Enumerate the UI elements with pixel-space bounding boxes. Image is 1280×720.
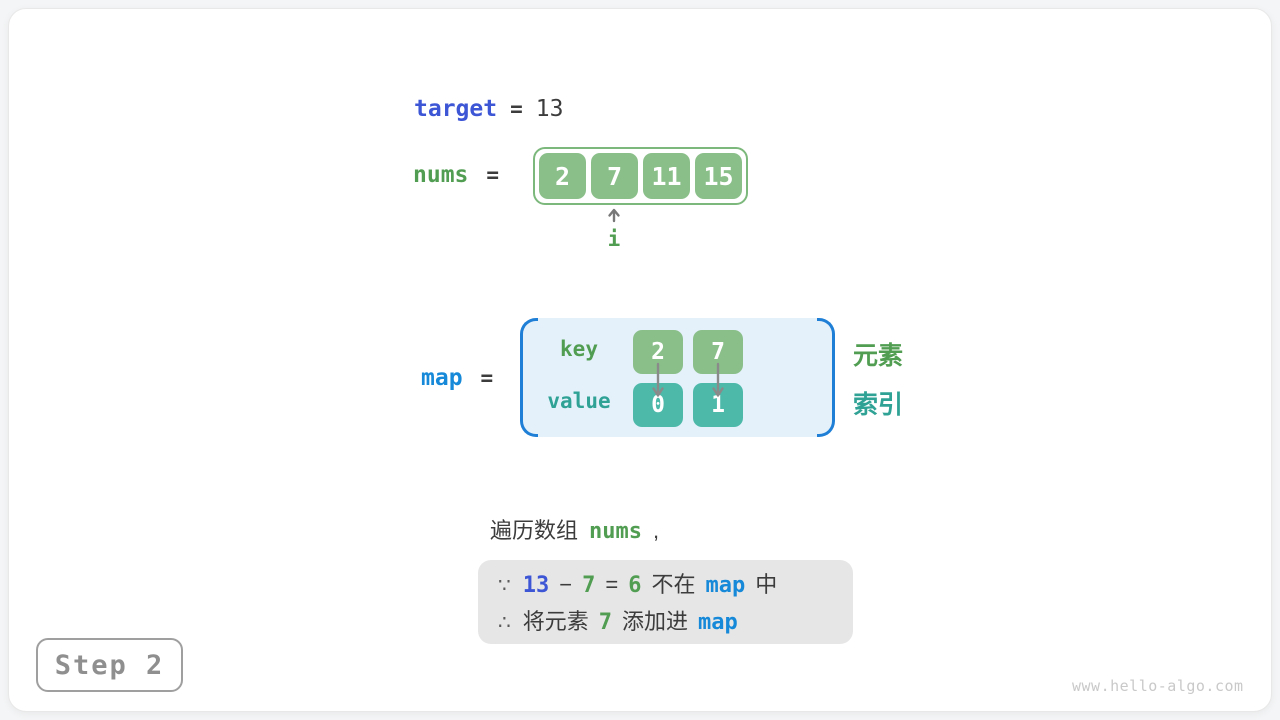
watermark: www.hello-algo.com <box>1072 677 1244 695</box>
index-pointer-label: i <box>607 227 621 251</box>
key-value-arrow-icon <box>652 362 664 397</box>
map-container: key value 2 7 0 1 <box>520 318 835 437</box>
element-label: 元素 <box>853 342 904 370</box>
index-pointer-arrow-icon <box>608 208 620 223</box>
map-value-label: value <box>547 389 611 413</box>
nums-keyword: nums <box>413 162 469 188</box>
nums-array: 2 7 11 15 <box>533 147 748 205</box>
nums-array-cell: 7 <box>591 153 638 199</box>
nums-equals: = <box>486 163 500 187</box>
target-keyword: target <box>414 96 498 122</box>
note2-value: 7 <box>598 610 612 635</box>
key-value-arrow-icon <box>712 362 724 397</box>
map-right-bracket <box>817 318 835 437</box>
therefore-symbol: ∴ <box>498 612 511 634</box>
caption-text: 遍历数组 <box>490 518 579 543</box>
note-difference: 6 <box>628 573 642 598</box>
nums-array-cell: 11 <box>643 153 690 199</box>
note-minuend: 13 <box>522 573 550 598</box>
note-minus: − <box>559 572 573 597</box>
target-equals: = <box>510 97 523 121</box>
note-map-code: map <box>705 573 746 598</box>
nums-array-cell: 15 <box>695 153 742 199</box>
note2-text-a: 将元素 <box>522 609 589 634</box>
caption-line: 遍历数组 nums, <box>490 513 659 545</box>
note-text-a: 不在 <box>651 572 696 597</box>
note-equals: = <box>605 572 619 597</box>
map-assignment: map = <box>421 364 493 391</box>
note-subtrahend: 7 <box>582 573 596 598</box>
note-line-1: ∵ 13−7 = 6 不在 map 中 <box>498 567 853 604</box>
map-keyword: map <box>421 365 463 391</box>
map-value-cell: 1 <box>693 383 743 427</box>
note2-map-code: map <box>698 610 738 635</box>
caption-comma: , <box>653 518 660 543</box>
note-line-2: ∴ 将元素 7 添加进 map <box>498 604 853 641</box>
note-text-b: 中 <box>755 572 778 597</box>
index-label: 索引 <box>853 391 904 419</box>
target-assignment: target = 13 <box>414 95 563 122</box>
nums-assignment: nums = <box>413 161 499 188</box>
target-value: 13 <box>535 96 564 122</box>
map-left-bracket <box>520 318 538 437</box>
because-symbol: ∵ <box>498 575 511 597</box>
nums-array-cell: 2 <box>539 153 586 199</box>
step-badge: Step 2 <box>36 638 183 692</box>
map-key-label: key <box>560 337 598 361</box>
note2-text-b: 添加进 <box>622 609 689 634</box>
caption-nums-code: nums <box>589 519 642 544</box>
map-equals: = <box>480 366 494 390</box>
